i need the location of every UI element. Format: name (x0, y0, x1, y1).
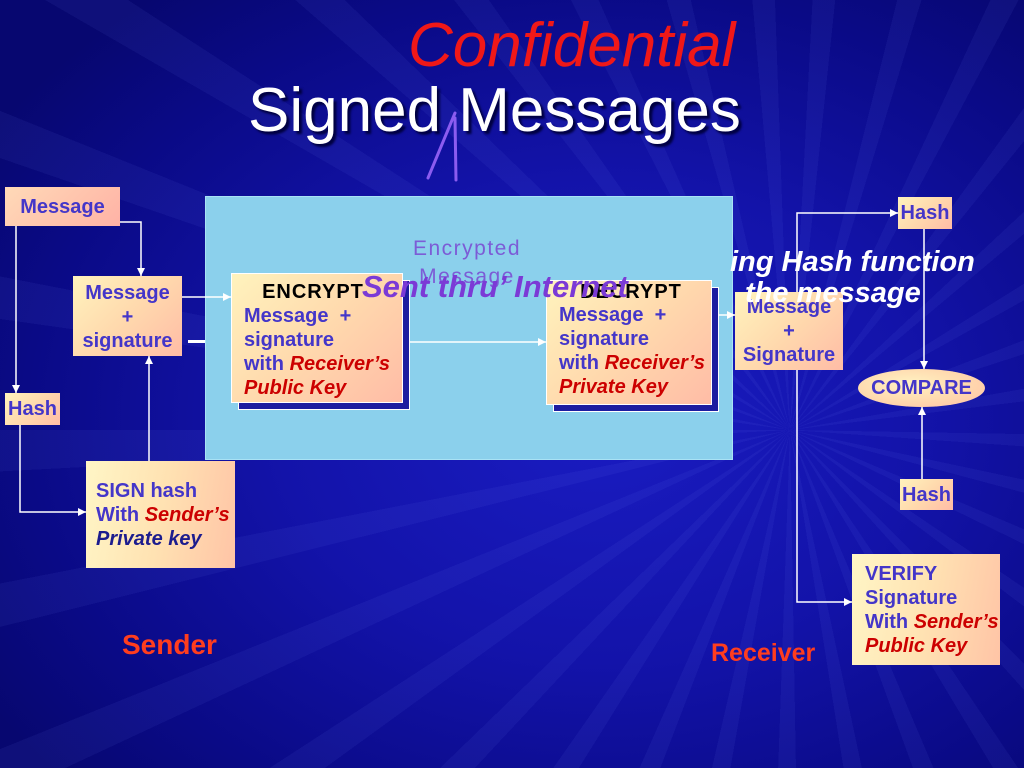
message-box-label: Message (20, 195, 105, 218)
encrypt-line-signature: signature (244, 329, 335, 351)
decrypt-with: with (559, 352, 599, 374)
encrypted-label-line2: Message (419, 265, 515, 288)
verify-signature-box: VERIFY Signature With Sender’s Public Ke… (852, 554, 1000, 665)
encrypt-key: Public Key (244, 377, 347, 399)
encrypted-message-label: Encrypted Message (397, 235, 537, 291)
decrypt-line-signature: signature (559, 328, 650, 350)
sign-key: Private key (96, 528, 202, 550)
sign-key-owner-line: With Sender’s (96, 503, 235, 527)
sent-thru-internet-label: Sent thru’ Internet (362, 269, 628, 304)
arrow-receiver-message-to-verify (796, 370, 852, 606)
hash-bottom-label: Hash (902, 483, 951, 506)
hash-box-receiver-bottom: Hash (900, 479, 953, 510)
message-signature-box-receiver: Message + Signature (735, 292, 843, 370)
sign-hash-box: SIGN hash With Sender’s Private key (86, 461, 235, 568)
encrypt-line-message: Message + (244, 305, 352, 327)
sign-line: SIGN hash (96, 480, 198, 502)
message-signature-box-sender: Message + signature (73, 276, 182, 356)
encrypt-key-owner-line: with Receiver’s (244, 352, 402, 376)
verify-line-signature: Signature (865, 587, 958, 609)
arrow-hash-to-sign (19, 425, 86, 516)
receiver-line-signature: Signature (742, 344, 836, 366)
combined-line-message: Message (85, 282, 170, 304)
decrypt-key-owner: Receiver’s (604, 352, 706, 374)
arrow-receiver-message-to-hash (796, 209, 898, 292)
decrypt-heading: DECRYPT (580, 281, 682, 303)
encrypt-box: ENCRYPT Message + signature with Receive… (231, 273, 403, 403)
hash-top-label: Hash (900, 202, 950, 224)
verify-key-owner-line: With Sender’s (865, 610, 1000, 634)
receiver-line-message: Message (746, 296, 832, 318)
message-box: Message (5, 187, 120, 226)
compare-label: COMPARE (871, 377, 972, 399)
hash-note-line1: ing Hash function (730, 246, 975, 278)
receiver-line-plus: + (783, 320, 795, 342)
hash-box-sender: Hash (5, 393, 60, 425)
verify-key: Public Key (865, 635, 968, 657)
verify-heading: VERIFY (865, 563, 938, 585)
decrypt-line-message: Message + (559, 304, 667, 326)
combined-line-plus: + (121, 306, 134, 328)
decrypt-box: DECRYPT Message + signature with Receive… (546, 280, 712, 405)
purple-pen-stroke (426, 111, 458, 182)
dash-mark (188, 340, 205, 343)
hash-box-receiver-top: Hash (898, 197, 952, 229)
hash-note-line2: the message (745, 277, 921, 309)
hash-label: Hash (8, 398, 57, 420)
encrypt-key-owner: Receiver’s (289, 353, 391, 375)
slide-title: Signed Messages (248, 76, 741, 145)
encrypt-with: with (244, 353, 284, 375)
verify-key-owner: Sender’s (913, 611, 999, 633)
encrypt-heading: ENCRYPT (262, 281, 364, 303)
sign-with: With (96, 504, 140, 526)
arrow-message-to-combined (120, 221, 145, 276)
compare-ellipse: COMPARE (858, 369, 985, 407)
encrypted-label-line1: Encrypted (412, 237, 522, 260)
sender-label: Sender (122, 629, 217, 660)
decrypt-key-owner-line: with Receiver’s (559, 351, 711, 375)
decrypt-key: Private Key (559, 376, 668, 398)
confidential-heading: Confidential (408, 11, 736, 80)
combined-line-signature: signature (82, 330, 173, 352)
sign-key-owner: Sender’s (144, 504, 230, 526)
receiver-label: Receiver (711, 639, 816, 667)
verify-with: With (865, 611, 909, 633)
